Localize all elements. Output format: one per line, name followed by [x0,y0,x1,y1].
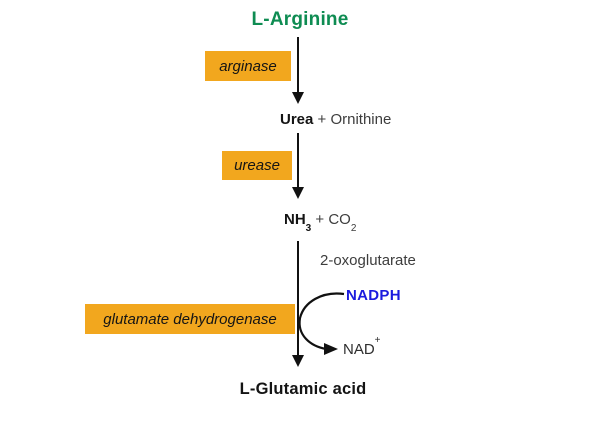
arrow-arginase-step [292,37,304,104]
intermediate-urea-ornithine: Urea + Ornithine [280,111,391,128]
cofactor-curved-arrow [298,292,345,355]
nadph-label: NADPH [346,287,401,304]
arrow-urease-step [292,133,304,199]
nad-label: NAD+ [343,336,381,359]
enzyme-label-glutamate-dehydrogenase: glutamate dehydrogenase [103,310,277,328]
urea-label: Urea [280,111,314,128]
nad-superscript: + [374,335,381,346]
substrate-label: L-Arginine [251,9,349,30]
enzyme-box-arginase: arginase [205,51,291,81]
enzyme-label-arginase: arginase [219,57,277,75]
nh3-label: NH [284,211,306,228]
enzyme-box-urease: urease [222,151,292,180]
nad-text: NAD [343,341,375,358]
enzyme-label-urease: urease [234,157,280,174]
ornithine-label: + Ornithine [313,111,392,128]
cosubstrate-label: 2-oxoglutarate [320,252,416,269]
co2-subscript: 2 [350,223,357,234]
co2-label: + CO [311,211,351,228]
enzyme-box-glutamate-dehydrogenase: glutamate dehydrogenase [85,304,295,334]
product-label: L-Glutamic acid [239,380,367,398]
intermediate-nh3-co2: NH3 + CO2 [284,211,356,234]
nh3-subscript: 3 [305,223,312,234]
